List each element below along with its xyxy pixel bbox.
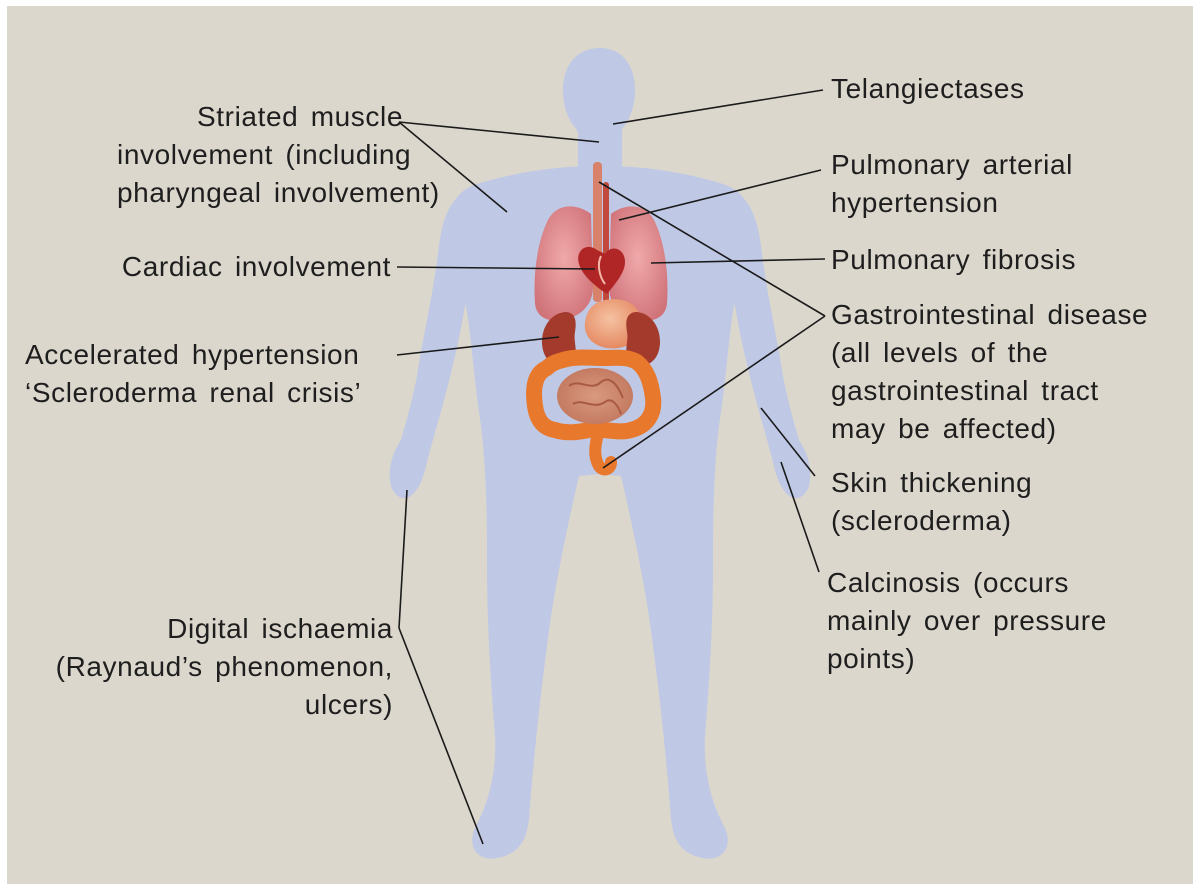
label-digital-ischaemia: Digital ischaemia (Raynaud’s phenomenon,… (29, 610, 393, 724)
label-line: involvement (including (117, 136, 403, 174)
label-line: Pulmonary fibrosis (831, 241, 1161, 279)
label-striated-muscle: Striated muscle involvement (including p… (117, 98, 403, 212)
label-line: gastrointestinal tract (831, 372, 1189, 410)
left-arm (390, 186, 479, 498)
label-line: hypertension (831, 184, 1161, 222)
label-line: (Raynaud’s phenomenon, (29, 648, 393, 686)
label-line: Skin thickening (831, 464, 1161, 502)
label-gastrointestinal: Gastrointestinal disease (all levels of … (831, 296, 1189, 448)
label-line: Cardiac involvement (87, 248, 391, 286)
right-arm (721, 186, 810, 498)
label-line: Telangiectases (831, 70, 1161, 108)
label-calcinosis: Calcinosis (occurs mainly over pressure … (827, 564, 1167, 678)
label-line: points) (827, 640, 1167, 678)
label-telangiectases: Telangiectases (831, 70, 1161, 108)
label-renal: Accelerated hypertension ‘Scleroderma re… (25, 336, 397, 412)
label-line: Striated muscle (117, 98, 403, 136)
label-pulmonary-arterial: Pulmonary arterial hypertension (831, 146, 1161, 222)
label-pulmonary-fibrosis: Pulmonary fibrosis (831, 241, 1161, 279)
label-line: ulcers) (29, 686, 393, 724)
label-line: may be affected) (831, 410, 1189, 448)
label-line: Digital ischaemia (29, 610, 393, 648)
label-line: (scleroderma) (831, 502, 1161, 540)
label-cardiac: Cardiac involvement (87, 248, 391, 286)
label-line: Pulmonary arterial (831, 146, 1161, 184)
label-line: Calcinosis (occurs (827, 564, 1167, 602)
label-line: ‘Scleroderma renal crisis’ (25, 374, 397, 412)
label-skin-thickening: Skin thickening (scleroderma) (831, 464, 1161, 540)
label-line: mainly over pressure (827, 602, 1167, 640)
label-line: Gastrointestinal disease (831, 296, 1189, 334)
label-line: (all levels of the (831, 334, 1189, 372)
label-line: pharyngeal involvement) (117, 174, 403, 212)
diagram-canvas: Striated muscle involvement (including p… (7, 6, 1193, 884)
label-line: Accelerated hypertension (25, 336, 397, 374)
